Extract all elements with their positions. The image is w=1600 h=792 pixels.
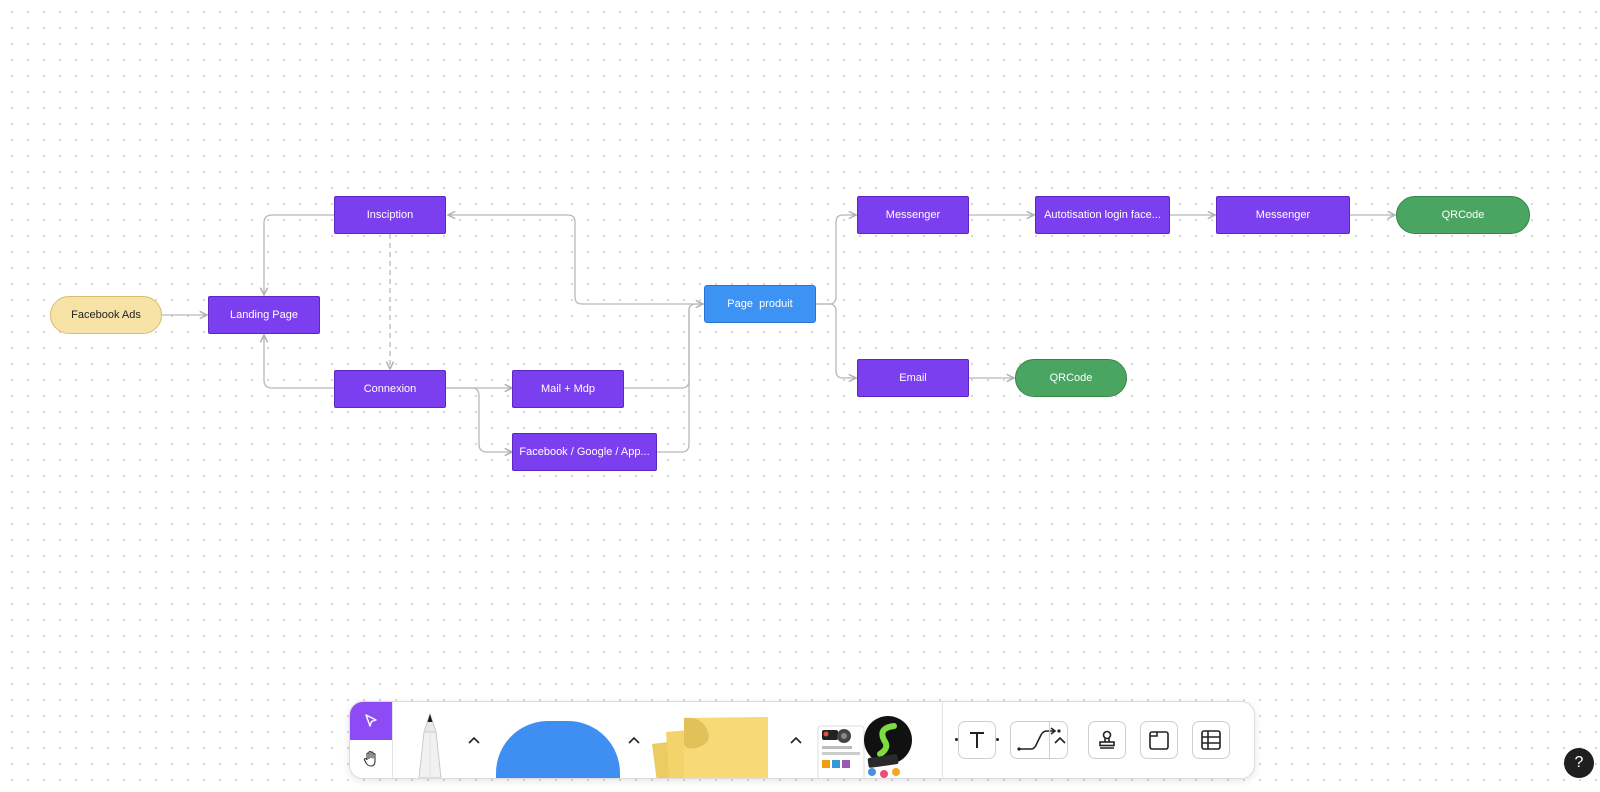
cursor-arrow-icon [365,714,377,727]
frame-icon [1149,731,1169,750]
connector-connexion-to-facebook-google-app [446,387,512,452]
connector-connexion-to-landing-page [264,335,334,389]
sticky-note-tool[interactable] [640,714,785,778]
connector-mail-mdp-to-page-produit [624,304,703,389]
connector-options-chevron[interactable] [1051,731,1069,749]
stickers-icon [817,716,912,778]
node-qrcode-1[interactable]: QRCode [1396,196,1530,234]
sticky-note-icon [652,717,768,778]
connector-page-produit-to-messenger [816,215,856,305]
chevron-up-icon [790,736,802,744]
node-facebook-google-app[interactable]: Facebook / Google / App... [512,433,657,471]
chevron-up-icon [468,736,480,744]
connector-page-produit-to-email [816,303,856,378]
node-connexion[interactable]: Connexion [334,370,446,408]
media-stickers-tool[interactable] [814,712,914,778]
stamp-tool-button[interactable] [1088,721,1126,759]
node-landing-page[interactable]: Landing Page [208,296,320,334]
text-tool-dot-left [955,738,958,741]
connector-page-produit-to-insciption [448,215,703,305]
table-icon [1201,730,1221,750]
sticky-options-chevron[interactable] [787,731,805,749]
node-page-produit[interactable]: Page produit [704,285,816,323]
node-messenger-1[interactable]: Messenger [857,196,969,234]
chevron-up-icon [628,736,640,744]
bottom-toolbar [349,701,1255,779]
connector-insciption-to-landing-page [264,214,334,295]
help-label: ? [1574,754,1584,771]
select-tool-button[interactable] [350,702,392,740]
hand-icon [363,750,376,767]
pen-options-chevron[interactable] [465,731,483,749]
text-t-icon [970,732,984,748]
frame-tool-button[interactable] [1140,721,1178,759]
node-mail-mdp[interactable]: Mail + Mdp [512,370,624,408]
pen-icon [418,712,442,778]
node-email[interactable]: Email [857,359,969,397]
shape-tool[interactable] [496,721,620,778]
node-qrcode-2[interactable]: QRCode [1015,359,1127,397]
text-tool-dot-right [996,738,999,741]
connector-line-icon [1017,727,1061,751]
node-insciption[interactable]: Insciption [334,196,446,234]
node-facebook-ads[interactable]: Facebook Ads [50,296,162,334]
shape-options-chevron[interactable] [625,731,643,749]
node-messenger-2[interactable]: Messenger [1216,196,1350,234]
chevron-up-icon [1054,736,1066,744]
connector-facebook-google-app-to-page-produit [657,310,690,453]
pen-tool[interactable] [405,710,455,778]
connector-tool-button[interactable] [1010,721,1068,759]
text-tool-button[interactable] [958,721,996,759]
blue-shape-icon [496,721,620,778]
help-button[interactable]: ? [1564,748,1594,778]
node-autotisation-login[interactable]: Autotisation login face... [1035,196,1170,234]
table-tool-button[interactable] [1192,721,1230,759]
connector-separator [1049,721,1050,759]
stamp-icon [1099,730,1115,749]
hand-tool-button[interactable] [350,740,392,778]
